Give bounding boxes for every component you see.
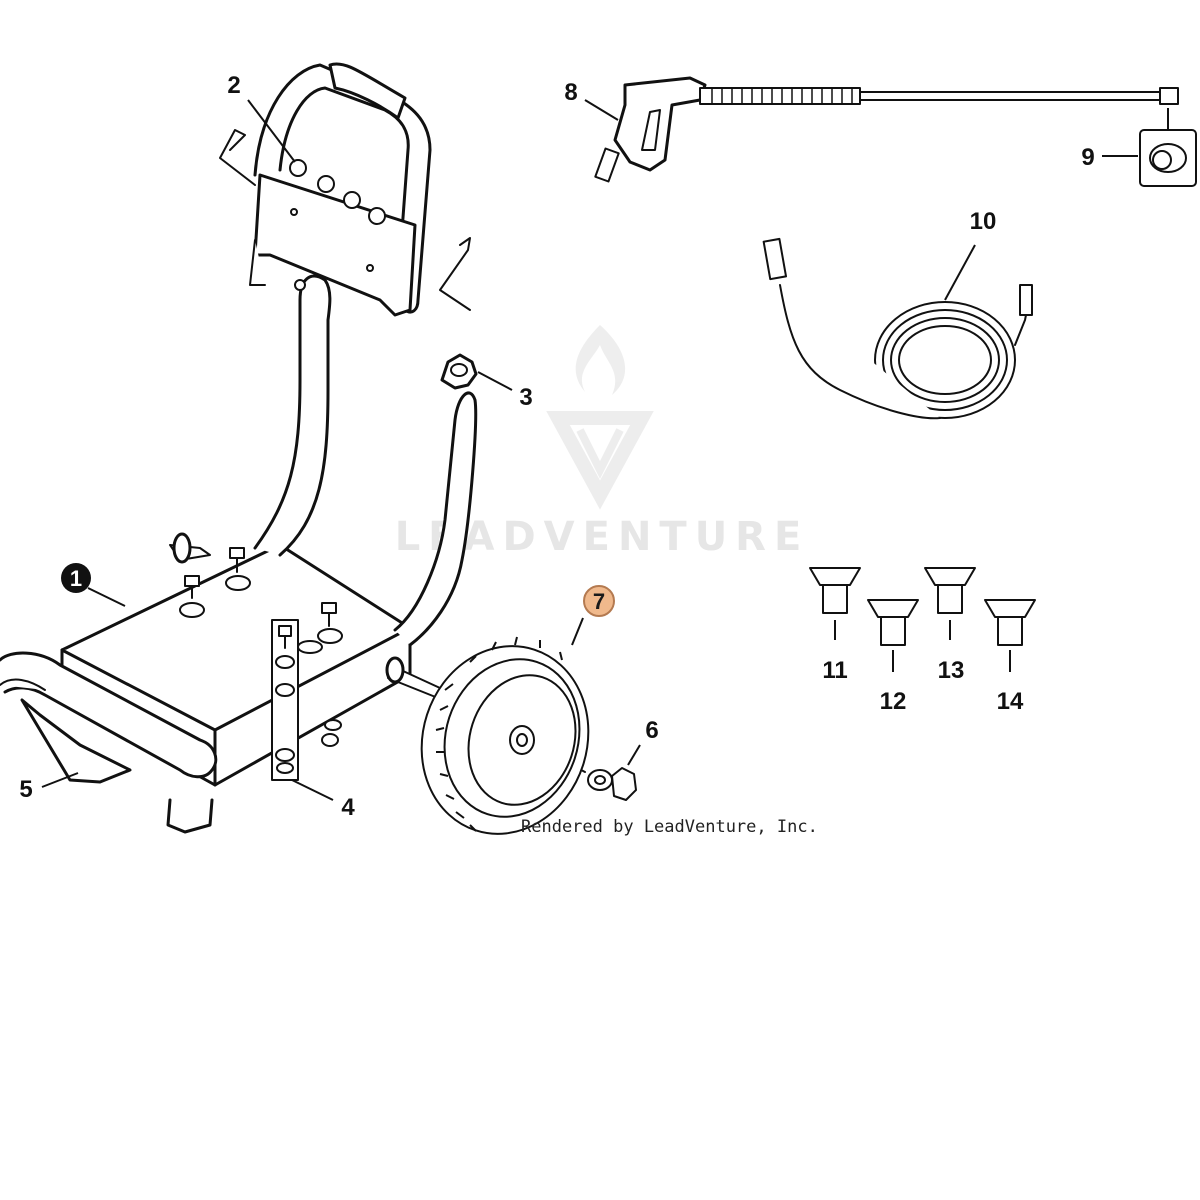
callout-1-label: 1 (70, 566, 82, 591)
callout-12[interactable]: 12 (880, 688, 907, 715)
wheel-tread (435, 636, 563, 832)
leader-lines (41, 99, 1169, 801)
callout-7-selected[interactable]: 7 (583, 585, 615, 617)
callout-14[interactable]: 14 (997, 688, 1024, 715)
top-bolts (179, 547, 343, 747)
callout-11[interactable]: 11 (822, 657, 847, 684)
part-14-nozzle[interactable] (984, 599, 1036, 646)
callout-2[interactable]: 2 (227, 72, 240, 99)
callout-3[interactable]: 3 (519, 384, 532, 411)
watermark-logo (546, 325, 654, 510)
callout-4[interactable]: 4 (341, 794, 355, 821)
part-2-handle-panel[interactable] (219, 62, 471, 317)
callout-10[interactable]: 10 (970, 208, 997, 235)
callout-1[interactable]: 1 (61, 563, 91, 593)
part-3-knob[interactable] (440, 353, 478, 390)
callout-8[interactable]: 8 (564, 79, 577, 106)
part-9-quick-coupler[interactable] (1139, 129, 1197, 187)
part-7-wheel[interactable] (398, 624, 613, 855)
render-credit: Rendered by LeadVenture, Inc. (521, 817, 818, 837)
callout-9[interactable]: 9 (1081, 144, 1094, 171)
part-12-nozzle[interactable] (867, 599, 919, 646)
callout-5[interactable]: 5 (19, 776, 32, 803)
part-10-hose[interactable] (762, 237, 1033, 420)
callout-7-label: 7 (593, 589, 605, 614)
callout-6[interactable]: 6 (645, 717, 658, 744)
part-4-hardware-kit[interactable] (271, 619, 299, 781)
callout-13[interactable]: 13 (938, 657, 965, 684)
part-1-cart-frame[interactable] (0, 274, 478, 834)
part-8-spray-gun[interactable] (594, 76, 1179, 183)
callouts: 1 2 3 4 5 6 7 8 9 10 11 12 13 14 (19, 72, 1094, 821)
part-11-nozzle[interactable] (809, 567, 861, 614)
part-13-nozzle[interactable] (924, 567, 976, 614)
